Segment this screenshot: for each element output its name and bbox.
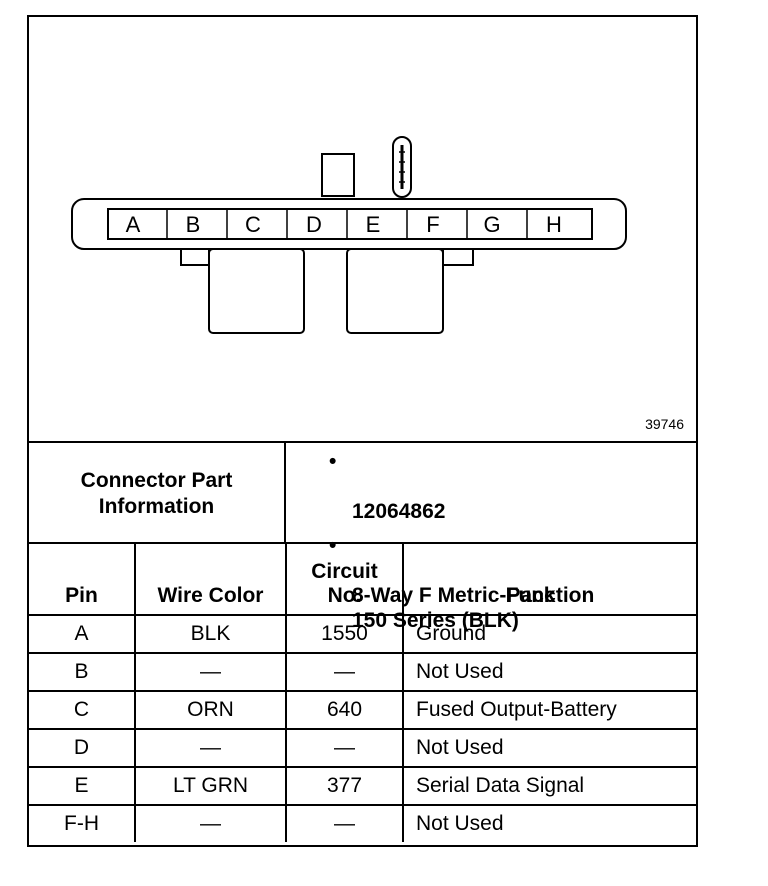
connector-housing-right (346, 248, 444, 334)
pin-table: Pin Wire Color Circuit No. Function A BL… (29, 542, 696, 842)
pin-label-e: E (365, 212, 381, 237)
cell-circuit: 640 (285, 690, 404, 730)
pin-label-a: A (125, 212, 141, 237)
cell-pin: A (29, 614, 136, 654)
cell-function: Fused Output-Battery (402, 690, 696, 730)
figure-number: 39746 (645, 416, 684, 432)
cell-function: Ground (402, 614, 696, 654)
connector-sheet: A B C D E F G H 39746 Connector Part Inf… (27, 15, 698, 847)
cell-circuit: 1550 (285, 614, 404, 654)
cell-pin: C (29, 690, 136, 730)
cell-function: Not Used (402, 728, 696, 768)
table-row: C ORN 640 Fused Output-Battery (29, 690, 696, 730)
cell-pin: D (29, 728, 136, 768)
connector-info-label: Connector Part Information (29, 443, 286, 544)
pin-label-d: D (306, 212, 322, 237)
table-row: B — — Not Used (29, 652, 696, 692)
table-row: E LT GRN 377 Serial Data Signal (29, 766, 696, 806)
header-circuit: Circuit No. (285, 542, 404, 616)
header-function: Function (402, 542, 696, 616)
cell-wire-color: ORN (134, 690, 287, 730)
connector-part-info: Connector Part Information • 12064862 • … (29, 441, 696, 632)
cell-circuit: — (285, 728, 404, 768)
cell-wire-color: — (134, 728, 287, 768)
cell-wire-color: — (134, 652, 287, 692)
cell-wire-color: BLK (134, 614, 287, 654)
connector-latch-tab (321, 153, 355, 197)
pin-cavity-strip (107, 208, 593, 240)
connector-info-label-text: Connector Part Information (80, 468, 233, 518)
table-row: F-H — — Not Used (29, 804, 696, 842)
header-pin: Pin (29, 542, 136, 616)
cell-function: Serial Data Signal (402, 766, 696, 806)
cell-function: Not Used (402, 804, 696, 842)
table-row: A BLK 1550 Ground (29, 614, 696, 654)
cell-circuit: — (285, 804, 404, 842)
table-row: D — — Not Used (29, 728, 696, 768)
connector-housing-left (208, 248, 305, 334)
cell-pin: E (29, 766, 136, 806)
part-number: 12064862 (352, 500, 446, 523)
pin-label-h: H (546, 212, 562, 237)
part-number-item: • 12064862 (327, 449, 555, 524)
bullet-icon: • (329, 450, 337, 473)
header-wire-color: Wire Color (134, 542, 287, 616)
cell-circuit: — (285, 652, 404, 692)
pin-label-g: G (483, 212, 501, 237)
pin-label-f: F (426, 212, 440, 237)
connector-drawing (71, 136, 627, 334)
cell-circuit: 377 (285, 766, 404, 806)
cell-pin: B (29, 652, 136, 692)
cell-pin: F-H (29, 804, 136, 842)
pin-table-header: Pin Wire Color Circuit No. Function (29, 542, 696, 616)
cell-wire-color: — (134, 804, 287, 842)
cell-wire-color: LT GRN (134, 766, 287, 806)
cell-function: Not Used (402, 652, 696, 692)
pin-label-c: C (245, 212, 261, 237)
connector-diagram: A B C D E F G H 39746 (29, 17, 696, 441)
pin-label-b: B (185, 212, 201, 237)
